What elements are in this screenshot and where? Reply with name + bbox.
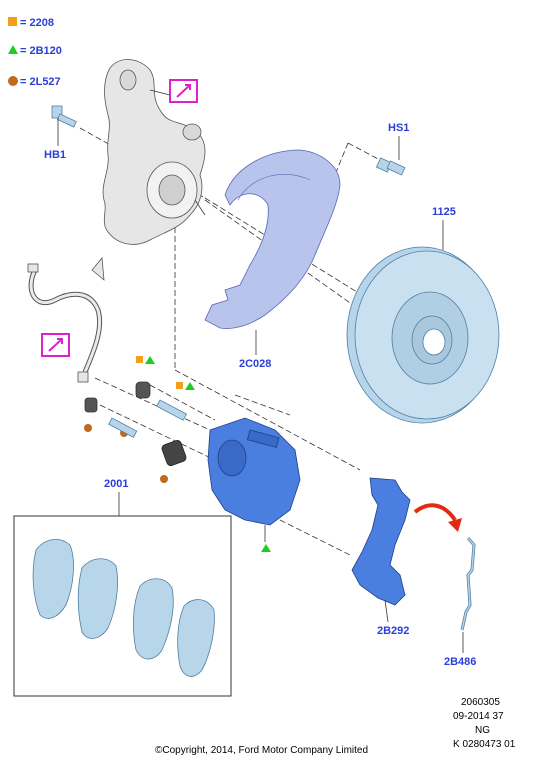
footer: 2060305 09-2014 37 NG K 0280473 01 ©Copy… (155, 697, 516, 756)
legend: = 2208 = 2B120 = 2L527 (8, 17, 62, 88)
label-2b486: 2B486 (444, 656, 476, 668)
callout-box-knuckle (169, 79, 198, 103)
steering-knuckle (102, 59, 206, 245)
brake-pad-3 (132, 578, 174, 660)
brake-disc-1125 (346, 246, 500, 424)
brake-pad-2 (77, 558, 118, 639)
orange-square-icon (176, 382, 183, 389)
orange-square-icon (136, 356, 143, 363)
green-triangle-icon (185, 382, 195, 390)
footer-code: 2060305 (461, 697, 500, 708)
label-2001: 2001 (104, 478, 128, 490)
footer-copyright: ©Copyright, 2014, Ford Motor Company Lim… (155, 745, 368, 756)
label-1125: 1125 (432, 206, 456, 218)
footer-date: 09-2014 37 (453, 711, 504, 722)
splash-shield-2c028 (204, 149, 341, 329)
label-hs1: HS1 (388, 122, 409, 134)
legend-label-2b120: = 2B120 (20, 45, 62, 57)
hub-bolt-hb1 (51, 105, 77, 128)
guide-pin-boot (135, 381, 151, 399)
red-arrow-icon (413, 503, 462, 532)
guide-pin-boot-lower (161, 439, 187, 467)
brake-pad-kit-box (13, 515, 232, 697)
green-triangle-icon (8, 45, 18, 54)
legend-label-2208: = 2208 (20, 17, 54, 29)
label-2b292: 2B292 (377, 625, 409, 637)
caliper-bracket-2b292 (351, 477, 411, 606)
bleed-screw-cap (84, 397, 98, 413)
label-hb1: HB1 (44, 149, 66, 161)
brown-dot-icon (8, 76, 18, 86)
green-triangle-icon (261, 544, 271, 552)
orange-square-icon (8, 17, 17, 26)
shield-bolt-hs1 (375, 157, 406, 176)
brown-dot-icon (160, 475, 168, 483)
label-2c028: 2C028 (239, 358, 271, 370)
brake-pad-4 (177, 599, 215, 677)
guide-pin-bolt-right (156, 399, 188, 421)
guide-pin-bolt-left (108, 417, 138, 438)
anti-rattle-clip-2b486 (460, 537, 476, 631)
callout-box-hose (41, 333, 70, 357)
green-triangle-icon (145, 356, 155, 364)
brake-caliper (207, 417, 301, 526)
footer-ng: NG (475, 725, 490, 736)
brake-pad-1 (32, 539, 74, 619)
brown-dot-icon (84, 424, 92, 432)
footer-ref: K 0280473 01 (453, 739, 516, 750)
legend-label-2l527: = 2L527 (20, 76, 61, 88)
brake-hose (27, 257, 105, 383)
